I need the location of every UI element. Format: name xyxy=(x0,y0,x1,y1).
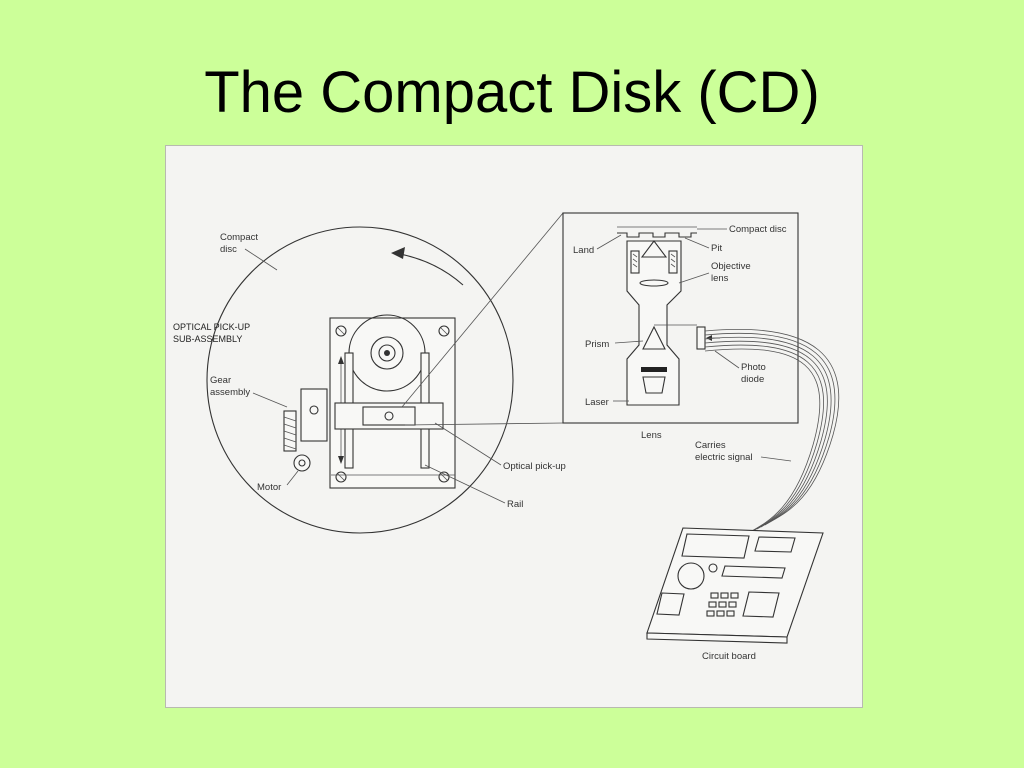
slide-title: The Compact Disk (CD) xyxy=(204,60,820,125)
label-prism: Prism xyxy=(585,339,609,350)
label-photo-2: diode xyxy=(741,374,764,385)
gear-assembly xyxy=(283,410,297,452)
label-carries-2: electric signal xyxy=(695,452,753,463)
label-compact-disc-1: Compact xyxy=(220,232,258,243)
label-inset-compact-disc: Compact disc xyxy=(729,224,787,235)
laser-bar xyxy=(641,367,667,372)
label-photo-1: Photo xyxy=(741,362,766,373)
label-land: Land xyxy=(573,245,594,256)
label-objective-2: lens xyxy=(711,273,729,284)
label-gear-2: assembly xyxy=(210,387,250,398)
label-objective-1: Objective xyxy=(711,261,751,272)
label-gear-1: Gear xyxy=(210,375,231,386)
label-carries-1: Carries xyxy=(695,440,726,451)
diagram-svg: Compact disc OPTICAL PICK-UP SUB-ASSEMBL… xyxy=(173,212,840,662)
label-pickup-sub-1: OPTICAL PICK-UP xyxy=(173,322,250,332)
disc-pits xyxy=(617,232,697,238)
cd-player-diagram: Compact disc OPTICAL PICK-UP SUB-ASSEMBL… xyxy=(165,145,863,708)
laser xyxy=(642,376,666,394)
label-circuit-board: Circuit board xyxy=(702,651,756,662)
prism xyxy=(642,325,666,350)
lens-inset-box xyxy=(562,212,799,424)
label-optical-pickup: Optical pick-up xyxy=(503,461,566,472)
gear-housing xyxy=(300,388,328,442)
label-laser: Laser xyxy=(585,397,609,408)
label-pickup-sub-2: SUB-ASSEMBLY xyxy=(173,334,242,344)
rotation-arrow-head xyxy=(391,247,405,259)
label-pit: Pit xyxy=(711,243,722,254)
label-rail: Rail xyxy=(507,499,523,510)
circuit-board xyxy=(646,527,824,644)
objective-lens xyxy=(640,240,668,258)
compact-disc xyxy=(206,226,514,534)
label-compact-disc-2: disc xyxy=(220,244,237,255)
label-lens: Lens xyxy=(641,430,662,441)
photo-diode xyxy=(696,326,706,350)
label-motor: Motor xyxy=(257,482,281,493)
ribbon-cable xyxy=(704,328,840,536)
